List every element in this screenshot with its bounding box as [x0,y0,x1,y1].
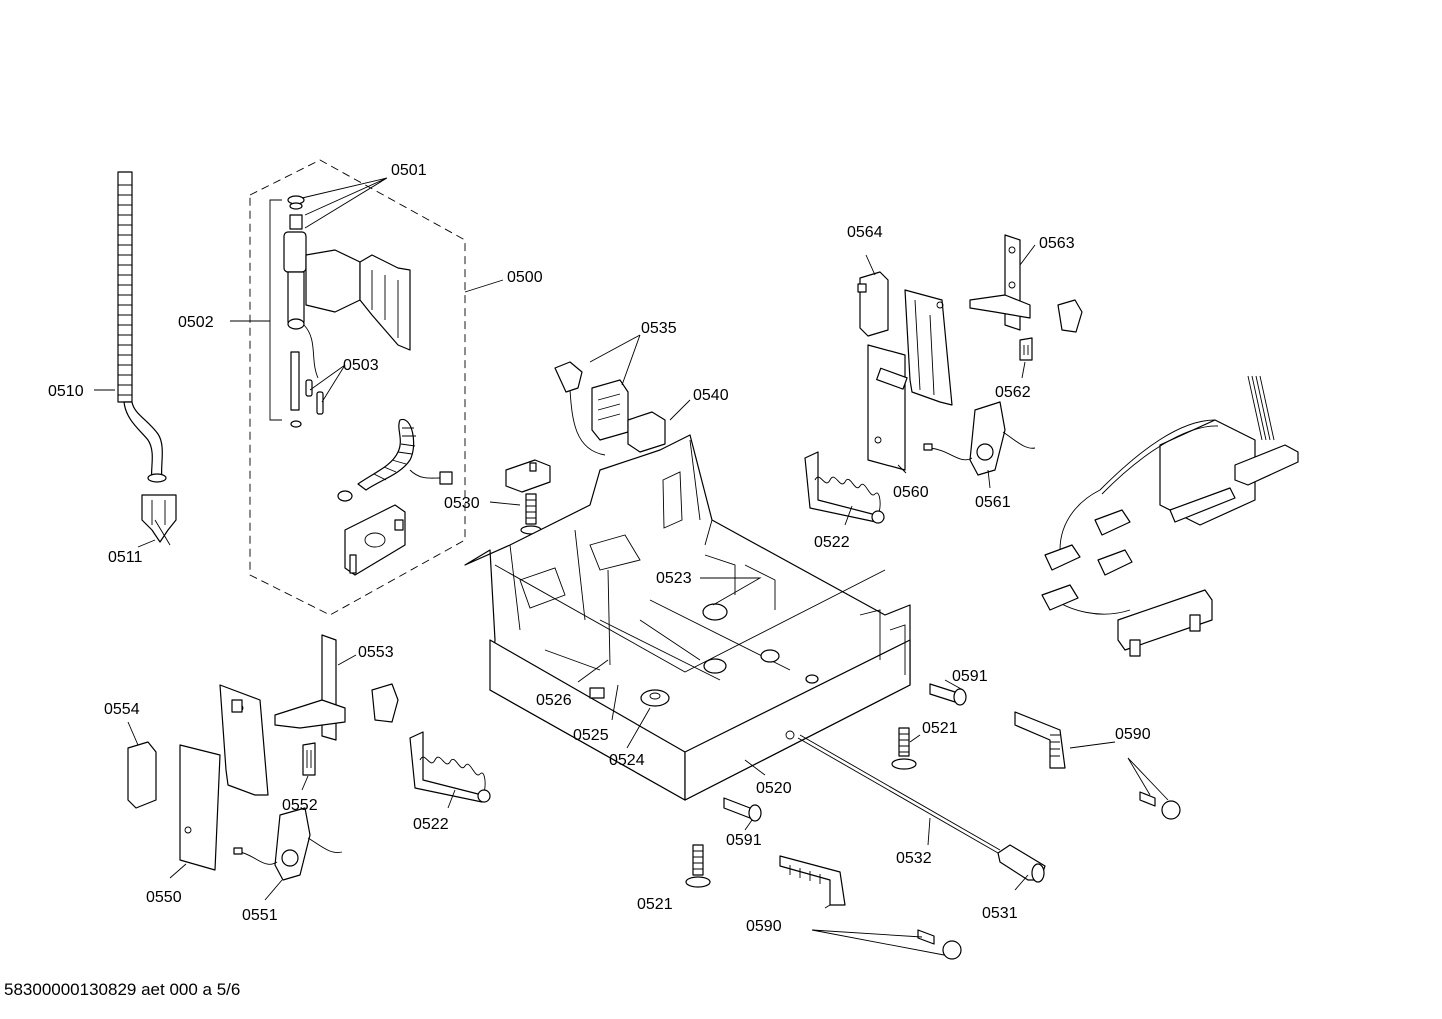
drawing-reference-footer: 58300000130829 aet 000 a 5/6 [4,980,241,999]
label-0502: 0502 [178,314,214,331]
label-0531: 0531 [982,905,1018,922]
label-0523: 0523 [656,570,692,587]
part-0521-foot-right [891,727,917,770]
part-0522-spring-left [409,731,491,803]
part-0561-sensor [923,401,1036,476]
label-0526: 0526 [536,692,572,709]
part-0511-clip [141,494,177,546]
part-0524-float [640,689,670,707]
part-0562-clip [1019,337,1033,361]
part-labels: 0501 0500 0502 0503 0510 0511 0535 0540 … [48,162,1151,935]
label-0563: 0563 [1039,235,1075,252]
leader-lines [94,177,1169,956]
part-0510-hose [117,171,167,483]
part-0590-rail-right [1014,711,1066,769]
label-0554: 0554 [104,701,140,718]
label-0564: 0564 [847,224,883,241]
part-0590-rail-left [779,855,846,906]
label-0510: 0510 [48,383,84,400]
part-0553-bracket [274,634,399,741]
label-0530: 0530 [444,495,480,512]
part-0502-valve [283,195,411,428]
label-0522-left: 0522 [413,816,449,833]
label-0590-left: 0590 [746,918,782,935]
label-0591-left: 0591 [726,832,762,849]
label-0553: 0553 [358,644,394,661]
part-0591-screw-left [723,797,762,822]
part-0500-bracket [344,504,406,576]
part-0560-panel [867,289,953,471]
label-0501: 0501 [391,162,427,179]
part-0530-switch [505,459,551,535]
label-0540: 0540 [693,387,729,404]
part-wiring-harness [1041,375,1299,657]
label-0525: 0525 [573,727,609,744]
label-0562: 0562 [995,384,1031,401]
part-0550-panel [179,684,269,871]
part-0503-hose-parts [305,379,324,415]
part-0522-spring-right [804,451,885,524]
label-0521-right: 0521 [922,720,958,737]
label-0532: 0532 [896,850,932,867]
label-0551: 0551 [242,907,278,924]
label-0511: 0511 [108,549,143,566]
label-0552: 0552 [282,797,318,814]
label-0535: 0535 [641,320,677,337]
label-0550: 0550 [146,889,182,906]
part-0500-inlet-hose [337,419,453,502]
part-0563-bracket [969,234,1083,333]
label-0590-right: 0590 [1115,726,1151,743]
label-0591-right: 0591 [952,668,988,685]
part-0520-base-pan [464,434,911,801]
label-0560: 0560 [893,484,929,501]
label-0521-left: 0521 [637,896,673,913]
part-0551-sensor [233,807,343,881]
part-0521-foot-left [685,844,711,888]
label-0503: 0503 [343,357,379,374]
part-0590-fasteners-right [1139,791,1181,820]
label-0524: 0524 [609,752,645,769]
label-0520: 0520 [756,780,792,797]
part-0532-rod [797,734,1001,854]
part-0564-clip [857,271,889,337]
part-0591-screw-right [929,683,967,706]
part-0535-connector [554,361,666,456]
part-0531-knob [997,844,1046,883]
part-0554-cover [127,741,157,809]
label-0500: 0500 [507,269,543,286]
part-0590-fasteners-left [917,929,962,960]
part-0552-clip [302,742,316,776]
label-0561: 0561 [975,494,1011,511]
assembly-0500-boundary [249,159,466,616]
label-0522-right: 0522 [814,534,850,551]
